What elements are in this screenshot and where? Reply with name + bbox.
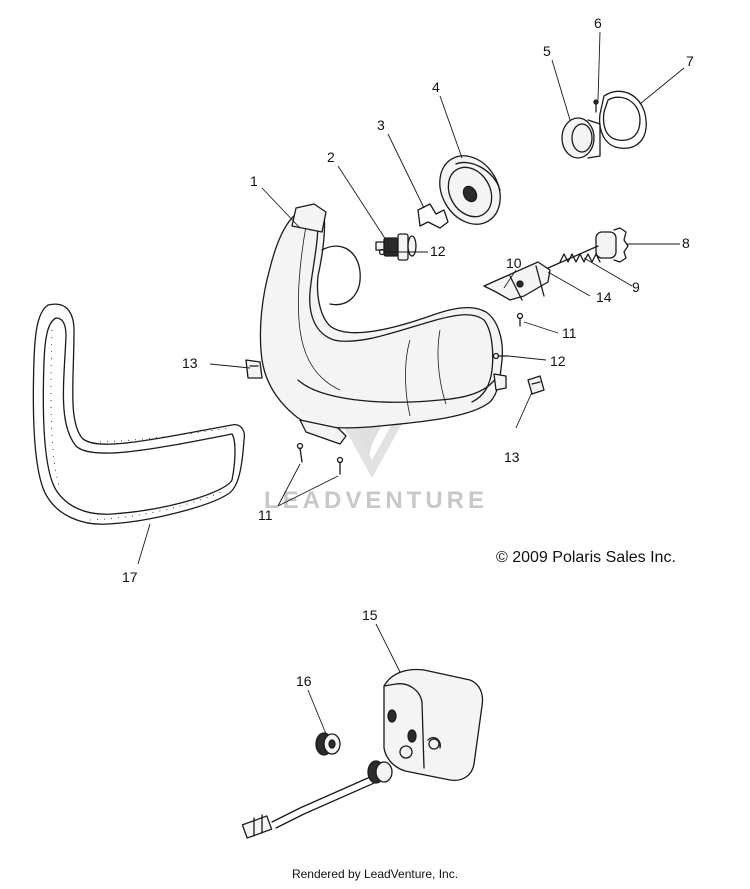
callout-11-left: 11 — [258, 507, 273, 523]
screw-6 — [593, 99, 599, 113]
bulb-2 — [375, 233, 417, 261]
callout-14: 14 — [596, 289, 612, 305]
copyright-text: © 2009 Polaris Sales Inc. — [496, 549, 676, 566]
callout-5: 5 — [543, 43, 551, 59]
callout-3: 3 — [377, 117, 385, 133]
lamp-5 — [561, 117, 601, 159]
gasket-17 — [32, 303, 246, 525]
headlight-housing-1 — [259, 203, 507, 445]
callout-6: 6 — [594, 15, 602, 31]
callout-labels: 1 2 3 4 5 6 7 8 9 10 11 12 13 14 15 16 1… — [122, 15, 694, 689]
gasket-7 — [598, 90, 647, 149]
callout-15: 15 — [362, 607, 378, 623]
ballast-box-15 — [383, 668, 484, 782]
callout-8: 8 — [682, 235, 690, 251]
callout-7: 7 — [686, 53, 694, 69]
screw-12-top — [378, 248, 397, 256]
clip-13-left — [245, 359, 263, 379]
screw-12-right — [492, 352, 509, 360]
bracket-10 — [483, 261, 551, 301]
callout-13-left: 13 — [182, 355, 198, 371]
watermark-text: LEADVENTURE — [264, 487, 488, 514]
callout-12-top: 12 — [430, 243, 446, 259]
screw-11-left-b — [336, 456, 344, 475]
screw-11-left-a — [296, 442, 304, 463]
leader-lines — [137, 31, 685, 735]
callout-9: 9 — [632, 279, 640, 295]
adjuster-rod-14 — [547, 245, 599, 269]
callout-1: 1 — [250, 173, 258, 189]
callout-17: 17 — [122, 569, 138, 585]
callout-11-right: 11 — [562, 325, 577, 341]
spring-clip-3 — [417, 203, 449, 229]
callout-2: 2 — [327, 149, 335, 165]
footer-text: Rendered by LeadVenture, Inc. — [292, 867, 458, 881]
grommet-16 — [315, 732, 341, 756]
callout-13-right: 13 — [504, 449, 520, 465]
callout-10: 10 — [506, 255, 522, 271]
screw-11-right — [516, 312, 524, 327]
spring-9 — [559, 253, 601, 263]
dust-cover-4 — [439, 155, 501, 225]
callout-12-right: 12 — [550, 353, 566, 369]
wire-harness — [241, 738, 440, 839]
callout-16: 16 — [296, 673, 312, 689]
adjuster-knob-8 — [595, 227, 629, 263]
clip-13-right — [527, 375, 545, 395]
callout-4: 4 — [432, 79, 440, 95]
